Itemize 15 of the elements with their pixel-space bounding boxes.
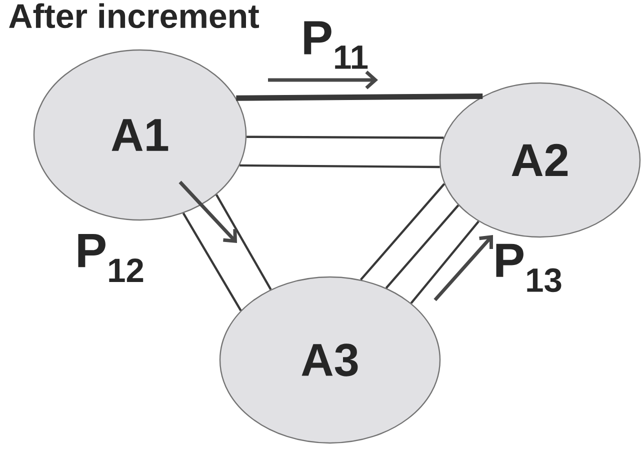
flow-label: P$_{12}$ [78,234,144,282]
connector-line [182,212,242,312]
ellipse-node: A3 [219,276,441,444]
connector-line [410,220,480,304]
connector-line [385,204,460,289]
connector-line [240,164,440,168]
flow-label: P$_{11}$ [304,21,368,69]
ellipse-node: A1 [33,49,247,221]
connector-line [360,183,446,280]
connector-line [246,136,444,139]
title: After increment [9,3,259,28]
ellipse-node: A2 [439,82,641,238]
connector-line [236,94,483,101]
connector-line [215,194,272,290]
flow-label: P$_{13}$ [496,244,562,292]
